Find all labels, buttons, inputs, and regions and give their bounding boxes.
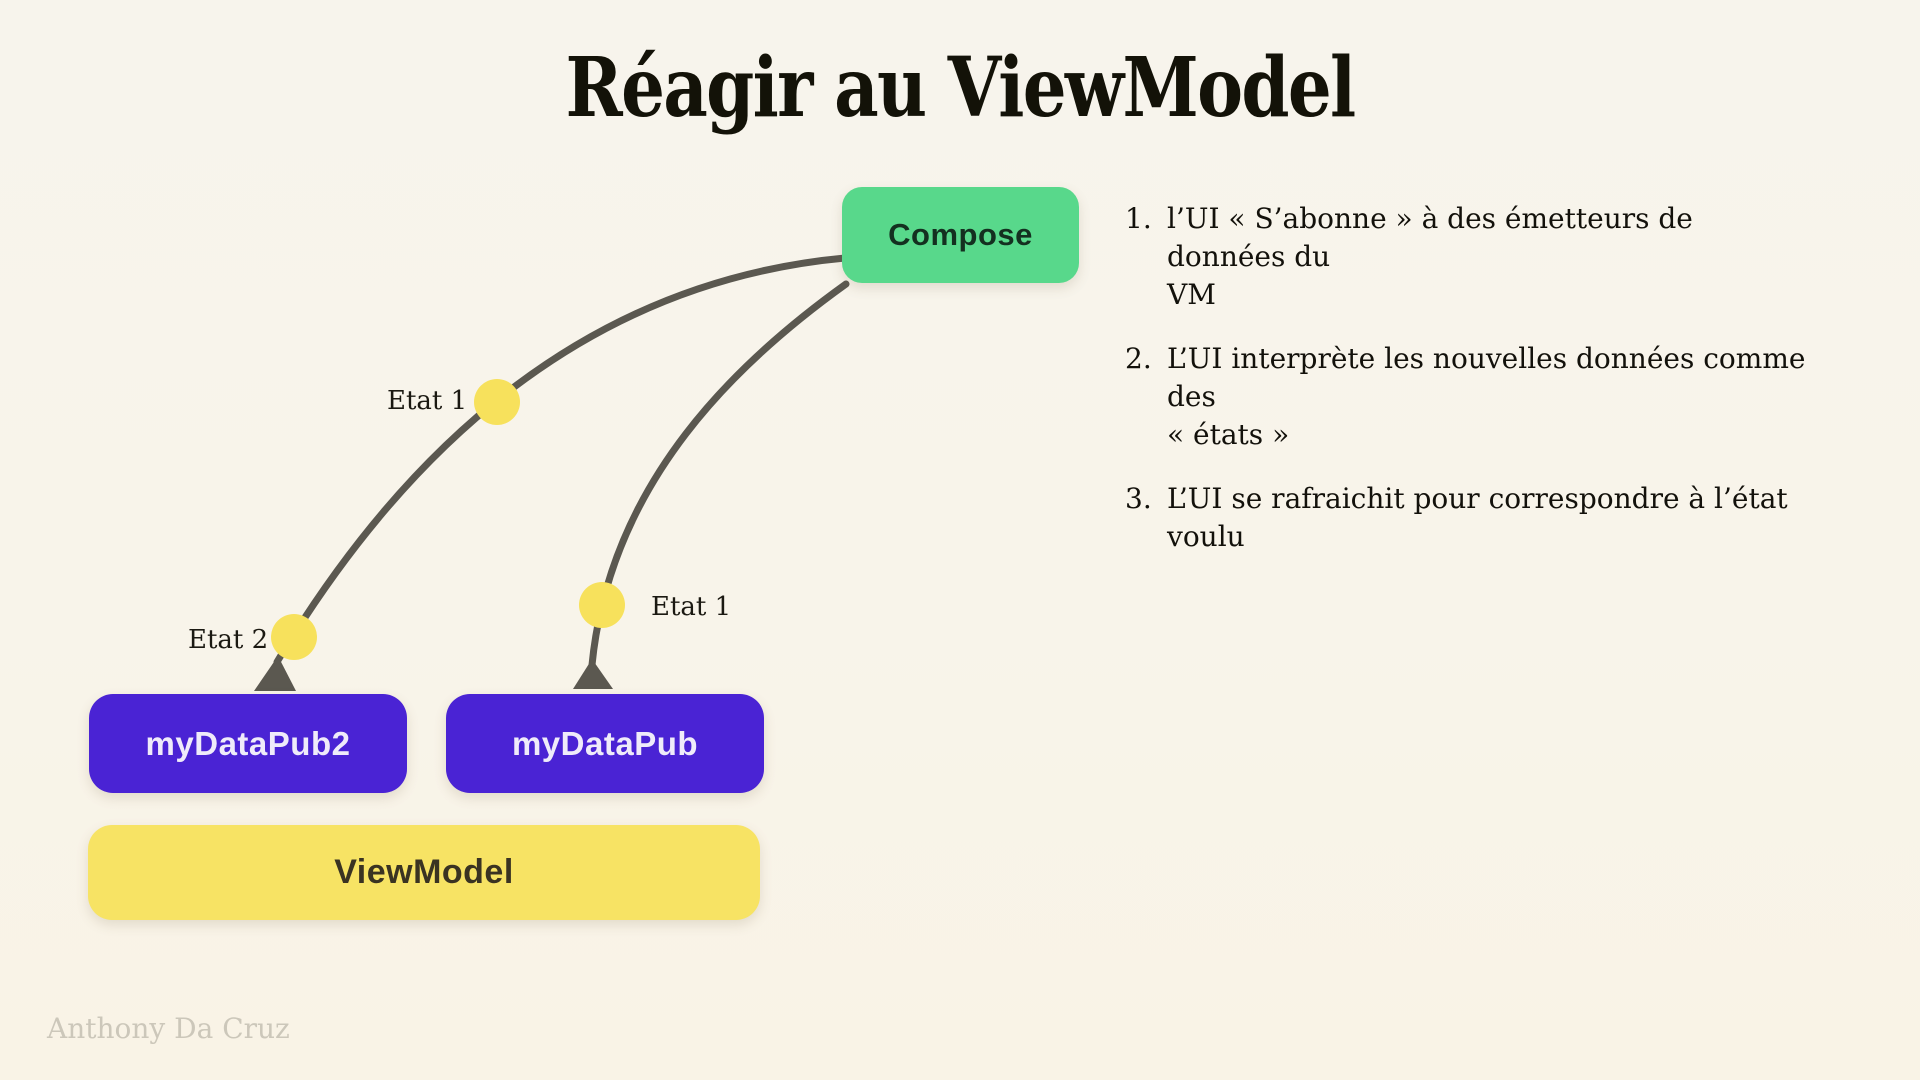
state-dot-etat2 xyxy=(271,614,317,660)
step-text: l’UI « S’abonne » à des émetteurs de don… xyxy=(1167,200,1817,314)
node-mydatapub: myDataPub xyxy=(446,694,764,793)
author-credit: Anthony Da Cruz xyxy=(47,1012,290,1045)
step-text-line: l’UI « S’abonne » à des émetteurs de don… xyxy=(1167,202,1693,273)
state-label-etat1-upper: Etat 1 xyxy=(387,386,468,416)
node-viewmodel: ViewModel xyxy=(88,825,760,920)
state-label-etat2: Etat 2 xyxy=(188,625,269,655)
step-number: 1. xyxy=(1125,202,1152,235)
node-viewmodel-label: ViewModel xyxy=(334,853,514,891)
step-number: 2. xyxy=(1125,342,1152,375)
node-mydatapub2: myDataPub2 xyxy=(89,694,407,793)
arrowhead-mydatapub2-icon xyxy=(254,656,296,691)
connector-compose-to-mydatapub2 xyxy=(273,254,849,666)
state-dot-etat1-upper xyxy=(474,379,520,425)
node-compose-label: Compose xyxy=(888,217,1033,252)
step-text-line: « états » xyxy=(1167,418,1290,451)
step-item-3: 3. L’UI se rafraichit pour correspondre … xyxy=(1125,480,1825,556)
step-text: L’UI se rafraichit pour correspondre à l… xyxy=(1167,480,1817,556)
node-mydatapub2-label: myDataPub2 xyxy=(145,724,351,762)
step-text-line: L’UI se rafraichit pour correspondre à l… xyxy=(1167,482,1788,553)
steps-list: 1. l’UI « S’abonne » à des émetteurs de … xyxy=(1125,200,1825,582)
step-item-2: 2. L’UI interprète les nouvelles données… xyxy=(1125,340,1825,454)
state-dot-etat1-lower xyxy=(579,582,625,628)
step-text: L’UI interprète les nouvelles données co… xyxy=(1167,340,1817,454)
step-text-line: VM xyxy=(1167,278,1216,311)
node-mydatapub-label: myDataPub xyxy=(511,724,699,762)
arrowhead-mydatapub-icon xyxy=(573,659,613,689)
page-title: Réagir au ViewModel xyxy=(565,40,1357,136)
state-label-etat1-lower: Etat 1 xyxy=(651,592,732,622)
step-item-1: 1. l’UI « S’abonne » à des émetteurs de … xyxy=(1125,200,1825,314)
step-text-line: L’UI interprète les nouvelles données co… xyxy=(1167,342,1806,413)
node-compose: Compose xyxy=(842,187,1079,283)
step-number: 3. xyxy=(1125,482,1152,515)
